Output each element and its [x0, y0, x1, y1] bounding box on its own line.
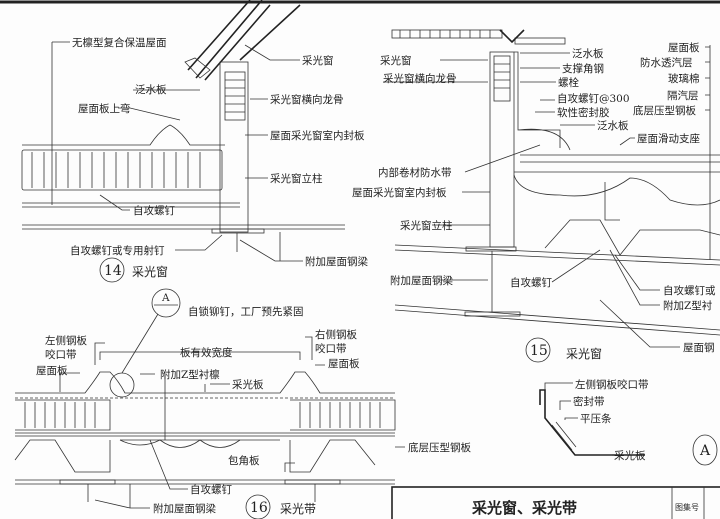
label-waterproof-tape: 内部卷材防水带	[378, 166, 452, 179]
detail-number: 14	[104, 263, 122, 279]
label-skylight-column: 采光窗立柱	[270, 172, 323, 185]
detail-16: A 自锁铆钉，工厂预先紧固 左侧钢板 咬口带 屋面板 板有效宽度 右侧钢板 咬口…	[14, 288, 471, 519]
label-additional-beam: 附加屋面钢梁	[305, 255, 368, 268]
label-interior-seal-panel: 屋面采光窗室内封板	[270, 129, 365, 142]
detail-14: 无檩型复合保温屋面 采光窗 泛水板 采光窗横向龙骨 屋面板上弯 屋面采光窗室内封…	[21, 0, 368, 283]
label-additional-beam: 附加屋面钢梁	[153, 502, 216, 515]
detail-number: 15	[530, 343, 548, 359]
label-composite-roof: 无檩型复合保温屋面	[72, 36, 167, 49]
label-roof-panel-left: 屋面板	[36, 364, 68, 377]
label-self-lock-rivet: 自锁铆钉，工厂预先紧固	[188, 305, 304, 318]
label-self-tapping-screw: 自攻螺钉	[190, 483, 232, 496]
detail-number-circle	[99, 257, 125, 283]
detail-title: 采光窗	[132, 265, 168, 279]
label-skylight: 采光窗	[380, 54, 412, 67]
layer-vapor-barrier: 隔汽层	[667, 89, 699, 102]
label-flashing-2: 泛水板	[597, 119, 629, 132]
label-roof-panel-right: 屋面板	[328, 357, 360, 370]
label-base-steel-deck: 底层压型钢板	[408, 441, 471, 454]
label-screw-or: 自攻螺钉或	[663, 284, 716, 297]
label-skylight: 采光窗	[302, 54, 334, 67]
detail-number-circle	[245, 494, 271, 519]
label-flashing: 泛水板	[135, 83, 167, 96]
callout-a: A	[161, 292, 170, 304]
layer-base-steel-deck: 底层压型钢板	[633, 104, 696, 117]
detail-a: 左侧钢板咬口带 密封带 平压条 采光板 A	[539, 378, 718, 466]
detail-number: A	[699, 443, 711, 459]
layer-breather-membrane: 防水透汽层	[640, 56, 693, 69]
label-flashing: 泛水板	[572, 47, 604, 60]
detail-15: 采光窗 采光窗横向龙骨 泛水板 支撑角钢 螺栓 自攻螺钉@300 软性密封胶 泛…	[352, 29, 720, 363]
detail-number-circle	[525, 337, 551, 363]
label-sealing-tape: 密封带	[573, 395, 605, 408]
label-interior-seal-panel: 屋面采光窗室内封板	[352, 186, 447, 199]
label-self-tapping-screw: 自攻螺钉	[510, 276, 552, 289]
label-left-seam-strip: 左侧钢板咬口带	[575, 378, 649, 391]
label-right-panel: 右侧钢板	[315, 328, 357, 341]
detail-title: 采光带	[280, 502, 316, 516]
label-additional-beam: 附加屋面钢梁	[390, 274, 453, 287]
label-skylight-transom: 采光窗横向龙骨	[383, 72, 457, 85]
label-skylight-transom: 采光窗横向龙骨	[270, 93, 344, 106]
callout-a-circle	[151, 288, 181, 318]
label-soft-sealant: 软性密封胶	[557, 106, 610, 119]
detail-title: 采光窗	[566, 347, 602, 361]
layer-glass-wool: 玻璃棉	[668, 72, 700, 85]
label-z-purlin: 附加Z型衬檩	[160, 368, 220, 381]
label-screw-300: 自攻螺钉@300	[557, 92, 630, 105]
label-roof-steel: 屋面钢	[683, 341, 715, 354]
label-effective-width: 板有效宽度	[180, 346, 233, 359]
label-left-panel: 左侧钢板	[45, 334, 87, 347]
label-support-angle: 支撑角钢	[562, 62, 604, 75]
label-self-tapping-screw: 自攻螺钉	[133, 204, 175, 217]
title-block: 采光窗、采光带 图集号	[391, 486, 720, 519]
label-skylight-sheet: 采光板	[232, 378, 264, 391]
detail-number: 16	[250, 500, 268, 516]
label-right-seam: 咬口带	[315, 342, 347, 355]
label-sliding-support: 屋面滑动支座	[637, 132, 700, 145]
label-skylight-sheet: 采光板	[614, 449, 646, 462]
label-corner-plate: 包角板	[228, 454, 260, 467]
atlas-number-label: 图集号	[675, 502, 699, 512]
label-bolt: 螺栓	[558, 76, 579, 89]
label-pressure-strip: 平压条	[580, 412, 612, 425]
label-skylight-column: 采光窗立柱	[400, 219, 453, 232]
label-z-purlin: 附加Z型衬	[663, 299, 713, 312]
layer-roof-panel: 屋面板	[668, 41, 700, 54]
detail-number-circle	[692, 434, 718, 466]
label-left-seam: 咬口带	[45, 348, 77, 361]
label-roof-panel-upturn: 屋面板上弯	[78, 102, 131, 115]
label-screw-or-nail: 自攻螺钉或专用射钉	[70, 244, 165, 257]
sheet-title: 采光窗、采光带	[471, 499, 577, 517]
